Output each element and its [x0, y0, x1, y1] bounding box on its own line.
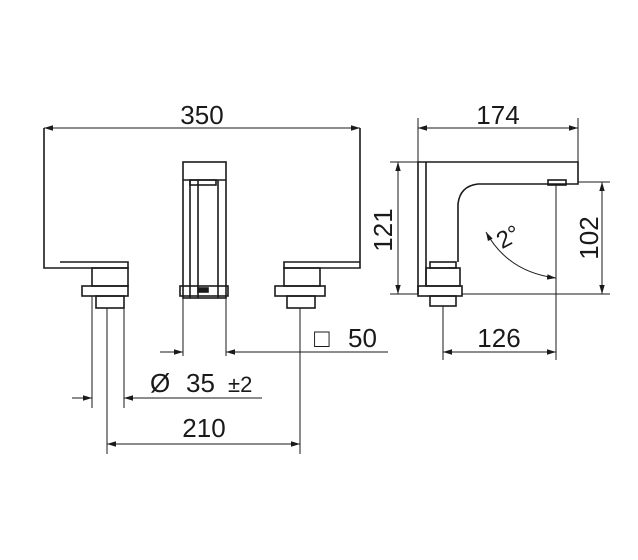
hole-diameter-symbol: Ø [150, 368, 170, 398]
dimension-handle-centers: 210 [107, 413, 300, 447]
dimension-side-depth: 174 [418, 100, 578, 131]
dimension-spout-height: 102 [574, 182, 605, 294]
spout-reach-label: 126 [477, 323, 520, 353]
overall-width-label: 350 [180, 100, 223, 130]
spout-angle-label: 2° [492, 220, 525, 255]
spout-height-label: 102 [574, 216, 604, 259]
dimension-body-square: □ 50 [160, 323, 388, 355]
center-spout [179, 161, 229, 299]
body-square-label: 50 [348, 323, 377, 353]
right-handle [274, 128, 361, 309]
hole-diameter-label: 35 [186, 368, 215, 398]
tail-pipes [91, 296, 301, 454]
body-square-symbol: □ [314, 323, 330, 353]
spout-angle-annotation: 2° [485, 220, 557, 280]
side-view: 174 121 102 126 2° [368, 100, 610, 360]
front-view: 350 □ 50 Ø 35 ±2 210 [43, 100, 388, 454]
hole-tolerance-label: ±2 [228, 372, 252, 397]
side-depth-label: 174 [476, 100, 519, 130]
dimension-spout-reach: 126 [443, 323, 556, 355]
spout-profile [417, 161, 579, 307]
dimension-height: 121 [368, 162, 401, 294]
dimension-hole-diameter: Ø 35 ±2 [72, 368, 262, 401]
left-handle [43, 128, 129, 309]
handle-centers-label: 210 [182, 413, 225, 443]
height-label: 121 [368, 208, 398, 251]
side-extension-lines [390, 118, 610, 360]
dimension-overall-width: 350 [44, 100, 360, 131]
